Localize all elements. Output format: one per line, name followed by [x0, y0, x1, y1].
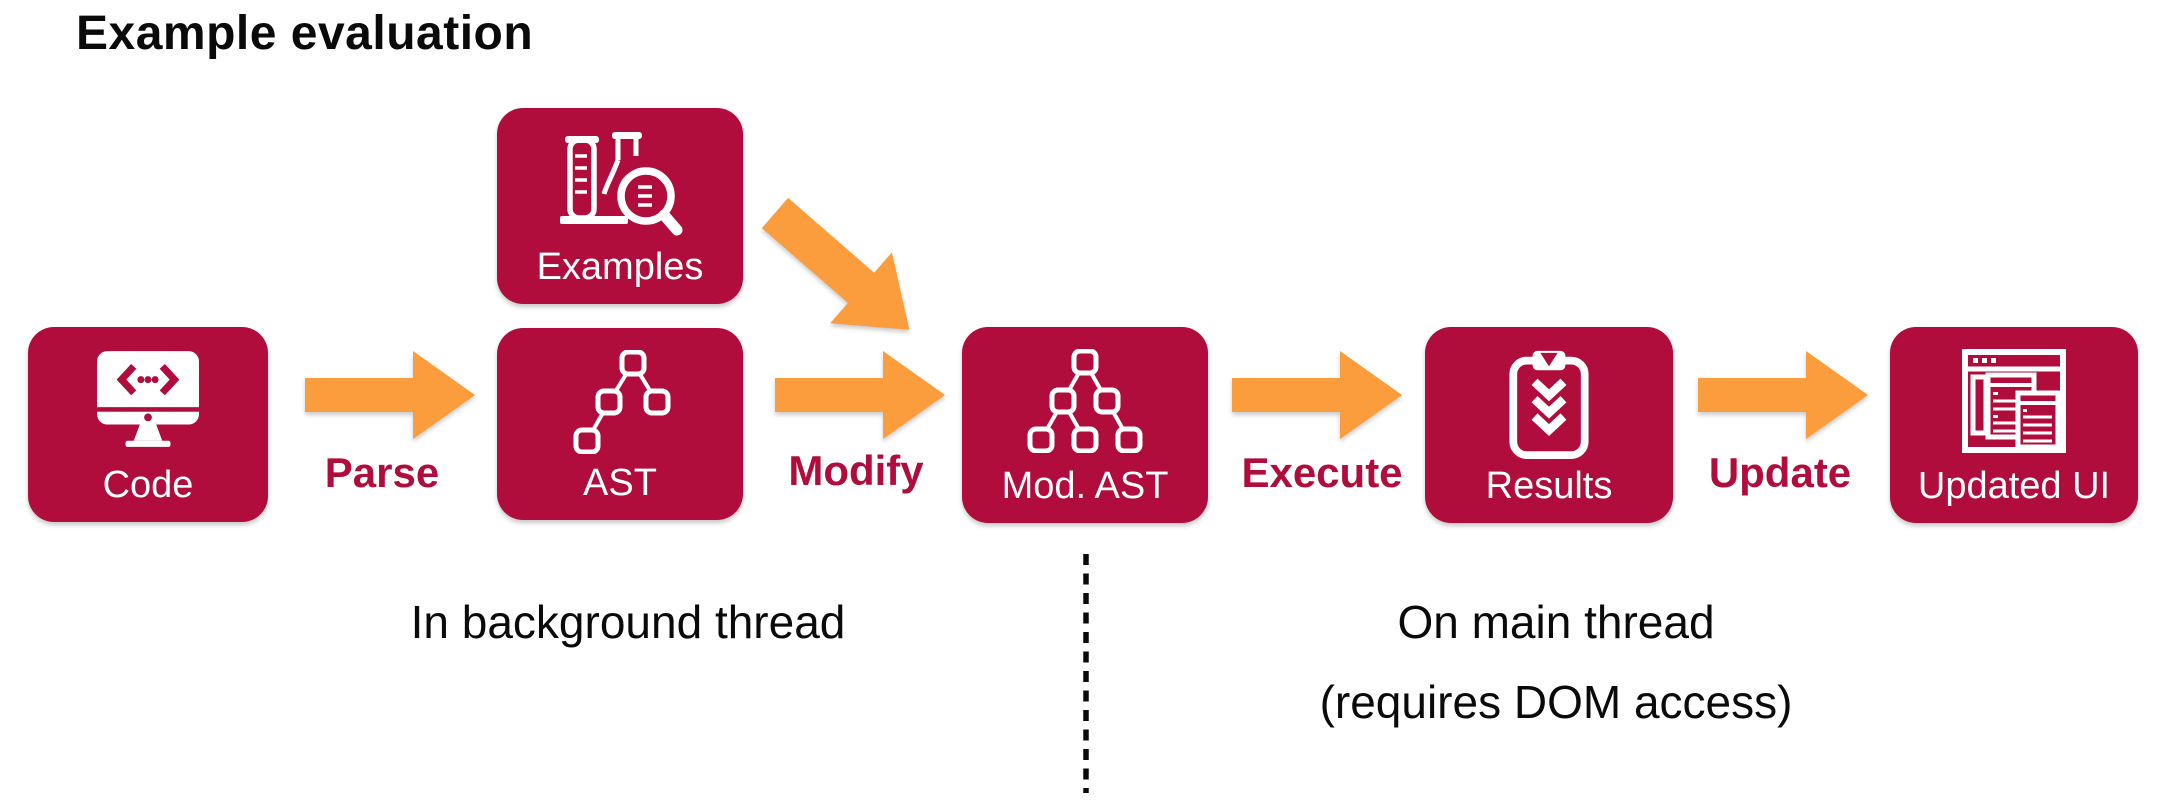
node-label: Examples [536, 246, 704, 288]
node-mod-ast: Mod. AST [962, 327, 1208, 523]
main-thread-line2: (requires DOM access) [1319, 676, 1793, 728]
modified-syntax-tree-icon [1027, 349, 1143, 453]
main-thread-line1: On main thread [1397, 596, 1715, 648]
node-ast: AST [497, 328, 743, 520]
node-updated-ui: Updated UI [1890, 327, 2138, 523]
parse-arrow-icon [305, 351, 475, 439]
browser-window-icon [1962, 349, 2066, 453]
node-examples: Examples [497, 108, 743, 304]
modify-label: Modify [788, 447, 924, 494]
clipboard-checklist-icon [1509, 350, 1589, 459]
node-results: Results [1425, 327, 1673, 523]
modify-arrow-icon [775, 351, 945, 439]
node-label: AST [583, 462, 657, 504]
node-label: Mod. AST [1001, 465, 1169, 507]
lab-experiments-icon [560, 132, 683, 236]
main-thread-label: On main thread (requires DOM access) [1320, 582, 1793, 742]
execute-arrow-icon [1232, 351, 1402, 439]
thread-divider-dashed-line [1083, 554, 1089, 793]
execute-label: Execute [1241, 449, 1403, 496]
examples-to-mod-ast-arrow-icon [761, 197, 910, 330]
syntax-tree-icon [573, 350, 671, 454]
update-arrow-icon [1698, 351, 1868, 439]
code-monitor-icon [97, 351, 199, 447]
node-label: Code [102, 464, 194, 506]
node-label: Updated UI [1917, 465, 2111, 507]
node-code: Code [28, 327, 268, 522]
background-thread-label: In background thread [410, 596, 846, 648]
update-label: Update [1708, 449, 1852, 496]
diagram-title: Example evaluation [76, 7, 534, 60]
parse-label: Parse [324, 449, 440, 496]
node-label: Results [1485, 465, 1613, 507]
